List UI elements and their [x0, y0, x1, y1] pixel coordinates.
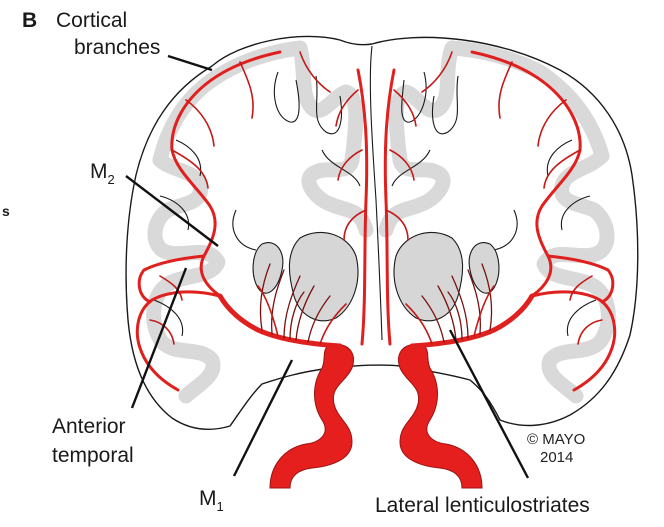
label-m2: M2	[90, 160, 115, 187]
label-anterior: Anterior	[52, 415, 126, 438]
margin-glyph: s	[2, 203, 10, 219]
copyright-line1: © MAYO	[527, 431, 585, 448]
label-cortical: Cortical	[56, 9, 127, 32]
label-m1: M1	[199, 487, 224, 514]
label-temporal: temporal	[52, 444, 134, 467]
panel-letter: B	[22, 9, 37, 32]
cortical-leader	[168, 56, 212, 70]
label-lateral-lenticulostriates: Lateral lenticulostriates	[375, 494, 590, 517]
copyright-line2: 2014	[540, 449, 573, 466]
label-branches: branches	[74, 36, 160, 59]
